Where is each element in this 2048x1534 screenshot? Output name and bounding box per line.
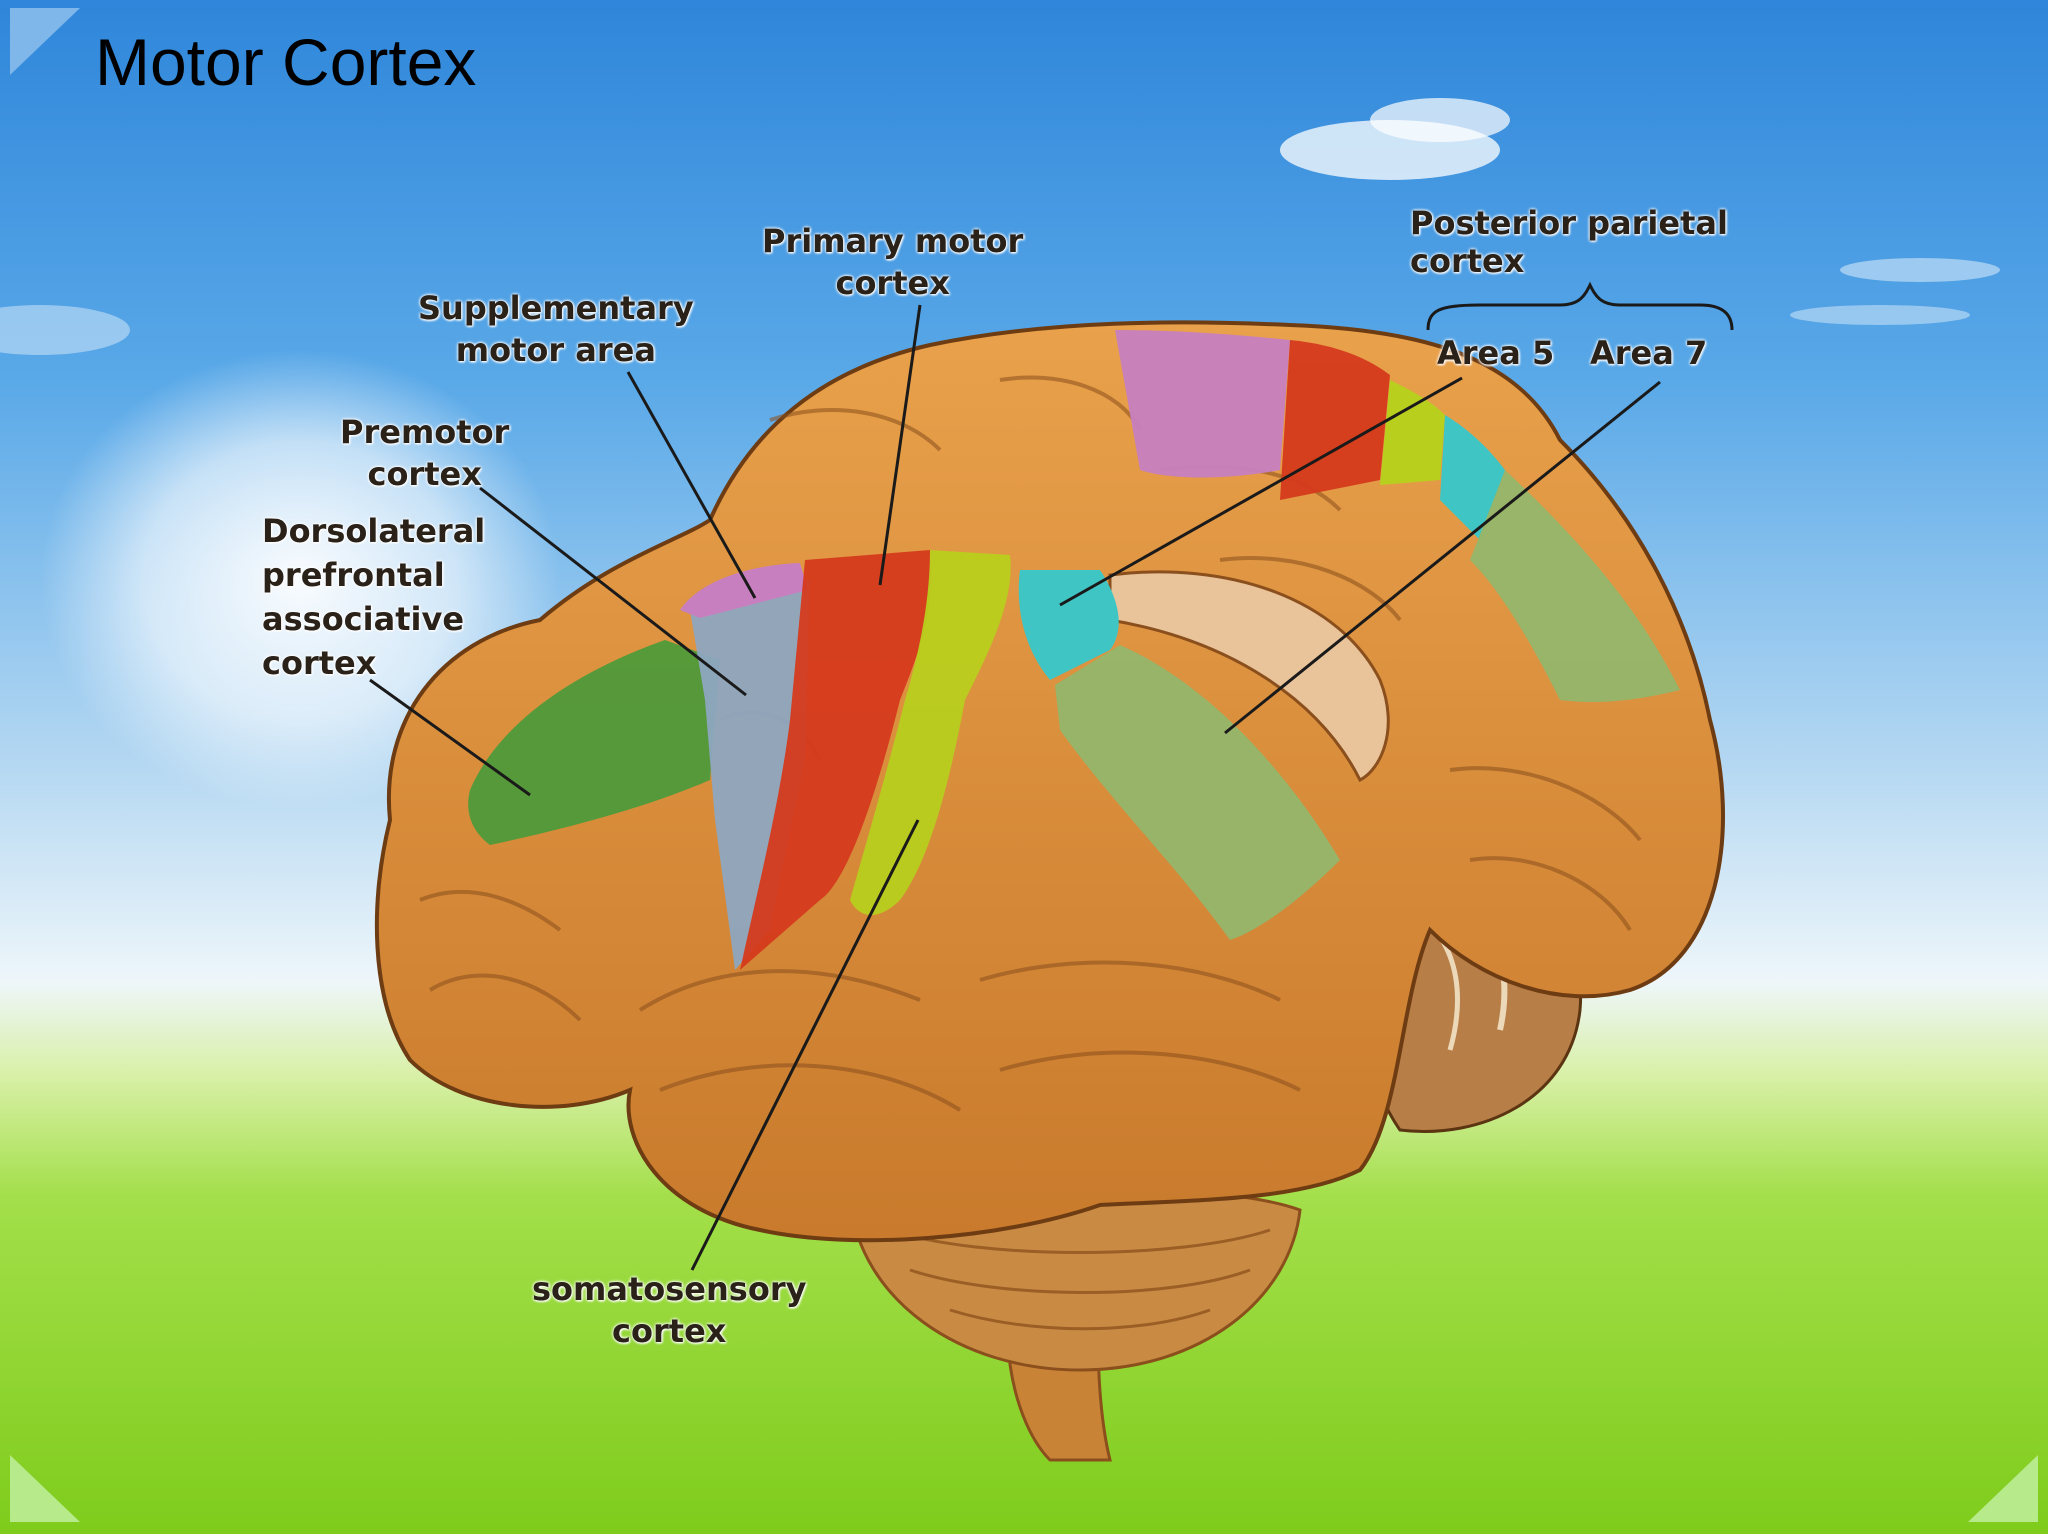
label-line: Primary motor <box>762 222 1024 260</box>
label-line: Posterior parietal <box>1410 204 1728 242</box>
corner-bottom-right-decoration <box>1968 1455 2038 1522</box>
region-primary-motor-medial <box>1280 340 1390 500</box>
region-area-7-lateral <box>1055 645 1340 940</box>
label-supplementary-motor-area: Supplementary motor area <box>418 287 694 371</box>
label-line: associative <box>262 600 465 638</box>
label-line: cortex <box>262 644 377 682</box>
region-primary-motor <box>740 550 931 970</box>
label-somatosensory-cortex: somatosensory cortex <box>532 1268 806 1352</box>
label-line: Supplementary <box>418 289 694 327</box>
leader-area-7 <box>1224 380 1661 735</box>
region-somatosensory-medial <box>1380 380 1445 485</box>
leader-supplementary <box>626 371 757 599</box>
label-line: somatosensory <box>532 1270 807 1308</box>
label-dorsolateral-prefrontal: Dorsolateral prefrontal associative cort… <box>262 509 485 685</box>
label-line: cortex <box>1410 242 1525 280</box>
label-premotor-cortex: Premotor cortex <box>340 411 509 495</box>
corner-top-left-decoration <box>10 8 80 75</box>
corpus-callosum <box>1108 570 1390 783</box>
label-line: Dorsolateral <box>262 512 486 550</box>
label-primary-motor-cortex: Primary motor cortex <box>762 220 1023 304</box>
cerebrum <box>374 320 1725 1243</box>
label-line: cortex <box>835 264 950 302</box>
label-line: prefrontal <box>262 556 445 594</box>
leader-somatosensory <box>690 819 920 1271</box>
label-area-7: Area 7 <box>1590 334 1708 372</box>
label-line: motor area <box>455 331 656 369</box>
leader-dorsolateral <box>369 678 531 797</box>
corner-bottom-left-decoration <box>10 1455 80 1522</box>
label-line: cortex <box>612 1312 727 1350</box>
leader-premotor <box>479 486 747 697</box>
label-area-5: Area 5 <box>1437 334 1555 372</box>
region-dorsolateral-prefrontal <box>468 640 720 845</box>
region-area-7-medial <box>1470 470 1680 702</box>
leader-primary-motor <box>878 304 922 586</box>
posterior-parietal-brace <box>1426 281 1734 331</box>
leader-area-5 <box>1059 376 1463 607</box>
label-posterior-parietal-cortex: Posterior parietal cortex <box>1410 204 1728 280</box>
label-line: cortex <box>367 455 482 493</box>
region-area-5-lateral <box>1018 570 1119 680</box>
region-area-5-medial <box>1440 415 1505 540</box>
slide-title: Motor Cortex <box>95 25 477 99</box>
region-somatosensory <box>850 550 1011 915</box>
label-line: Premotor <box>340 413 510 451</box>
region-supplementary-motor-medial <box>1115 330 1290 478</box>
region-supplementary-motor <box>680 563 808 618</box>
